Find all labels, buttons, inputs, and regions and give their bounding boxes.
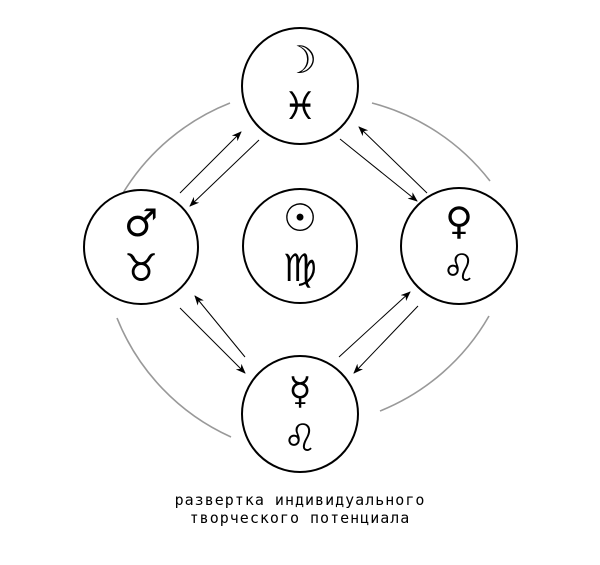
pisces-icon: ♓: [283, 84, 317, 128]
venus-icon: ♀: [445, 199, 473, 243]
outer-arc-bottom-left: [116, 317, 232, 438]
node-top-circle: [241, 27, 359, 145]
arrows: [179, 126, 428, 374]
node-center-circle: [242, 188, 358, 304]
arrow-top-to-right: [339, 138, 418, 202]
arrow-left-to-bottom: [179, 307, 246, 374]
sun-icon: ☉: [283, 196, 317, 240]
arrow-left-to-top: [179, 131, 242, 194]
node-right: ♀ ♌: [400, 187, 518, 305]
arrow-top-to-left: [189, 139, 260, 207]
outer-arc-top-right: [371, 102, 491, 182]
moon-icon: ☽: [283, 38, 317, 82]
outer-arc-top-left: [122, 102, 231, 194]
node-left: ♂ ♉: [83, 189, 199, 305]
virgo-icon: ♍: [283, 246, 317, 290]
node-right-circle: [400, 187, 518, 305]
caption-line-1: развертка индивидуального: [174, 491, 426, 509]
arrow-right-to-top: [358, 126, 428, 194]
leo-icon: ♌: [283, 416, 317, 460]
arrow-bottom-to-left: [194, 295, 246, 358]
taurus-icon: ♉: [124, 246, 158, 290]
arrow-right-to-bottom: [353, 305, 419, 374]
node-center: ☉ ♍: [242, 188, 358, 304]
outer-ring: [116, 102, 491, 438]
leo-icon: ♌: [442, 246, 476, 290]
node-left-circle: [83, 189, 199, 305]
node-bottom: ☿ ♌: [241, 355, 359, 473]
arrow-bottom-to-right: [338, 291, 411, 358]
node-top: ☽ ♓: [241, 27, 359, 145]
outer-arc-bottom-right: [379, 315, 490, 412]
mercury-icon: ☿: [288, 369, 311, 413]
caption-line-2: творческого потенциала: [189, 509, 411, 527]
node-bottom-circle: [241, 355, 359, 473]
mars-icon: ♂: [124, 201, 158, 245]
